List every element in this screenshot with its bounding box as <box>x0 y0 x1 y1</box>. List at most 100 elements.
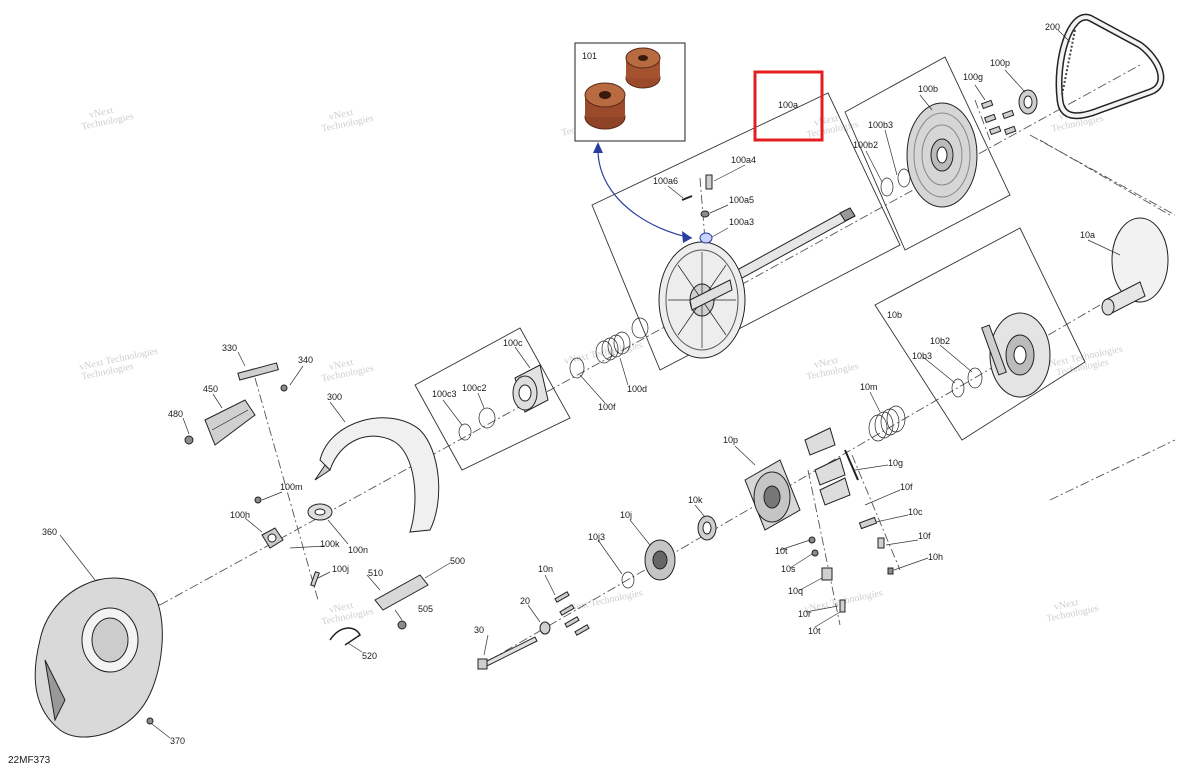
inset-arrow <box>597 151 693 239</box>
screw-10r <box>839 599 846 613</box>
label-340: 340 <box>298 355 313 365</box>
center-lines <box>149 64 1176 661</box>
screws-10n <box>554 591 590 636</box>
label-100a3: 100a3 <box>729 217 754 227</box>
label-10h: 10h <box>928 552 943 562</box>
svg-text:vNext: vNext <box>328 107 354 123</box>
label-10p: 10p <box>723 435 738 445</box>
svg-text:vNext: vNext <box>1053 597 1079 613</box>
label-10j3: 10j3 <box>588 532 605 542</box>
pin-100a6 <box>681 195 693 201</box>
label-100b2: 100b2 <box>853 140 878 150</box>
clip-520 <box>329 627 361 646</box>
spider-100c <box>512 364 549 413</box>
washer-20 <box>539 621 551 635</box>
svg-text:vNext: vNext <box>813 355 839 371</box>
label-10b: 10b <box>887 310 902 320</box>
label-100p: 100p <box>990 58 1010 68</box>
label-100b: 100b <box>918 84 938 94</box>
label-10t-2: 10t <box>808 626 821 636</box>
watermark: vNext Technologies <box>805 113 859 141</box>
nut-100h <box>261 527 284 549</box>
diagram-code: 22MF373 <box>8 755 51 766</box>
watermark: vNext Technologies <box>1045 597 1099 625</box>
label-30: 30 <box>474 625 484 635</box>
label-510: 510 <box>368 568 383 578</box>
shaft-100a <box>727 207 856 284</box>
label-10a: 10a <box>1080 230 1095 240</box>
label-100d: 100d <box>627 384 647 394</box>
label-100c: 100c <box>503 338 523 348</box>
svg-text:vNext Technologies: vNext Technologies <box>563 588 644 615</box>
watermark: vNext Technologies <box>320 107 374 135</box>
watermark: vNext Technologies <box>80 105 134 133</box>
bushing-10q <box>821 567 833 581</box>
arrow-head-icon <box>593 142 603 153</box>
bushing-icon <box>625 47 661 89</box>
nut-505 <box>397 620 407 630</box>
ring-100f <box>569 357 585 379</box>
spring-100d <box>595 331 631 364</box>
watermark: vNext Technologies Technologies <box>78 346 159 383</box>
watermark: vNext Technologies <box>320 357 374 385</box>
label-480: 480 <box>168 409 183 419</box>
label-100c3: 100c3 <box>432 389 457 399</box>
washer-10k <box>697 515 717 541</box>
label-100j: 100j <box>332 564 349 574</box>
label-520: 520 <box>362 651 377 661</box>
label-450: 450 <box>203 384 218 394</box>
movable-sheave-10b <box>981 312 1051 398</box>
label-20: 20 <box>520 596 530 606</box>
label-100a4: 100a4 <box>731 155 756 165</box>
callout-labels: 200 100p 100g 100b 100b3 100b2 100a 100a… <box>42 22 1095 746</box>
inset-101: 101 <box>574 42 686 142</box>
bolts-100g <box>980 99 1017 136</box>
washer-10s <box>811 549 819 557</box>
sheave-100b <box>906 102 978 208</box>
ring-10b3 <box>951 378 965 398</box>
label-200: 200 <box>1045 22 1060 32</box>
svg-text:vNext: vNext <box>328 600 354 616</box>
leader-lines <box>59 29 1121 739</box>
pin-10c <box>858 516 878 530</box>
label-505: 505 <box>418 604 433 614</box>
assembly-boxes <box>414 56 1086 471</box>
label-100a: 100a <box>778 100 798 110</box>
bracket-500 <box>374 574 429 611</box>
bushing-100a3 <box>699 232 713 244</box>
label-500: 500 <box>450 556 465 566</box>
bolt-30 <box>477 636 538 670</box>
label-10s: 10s <box>781 564 796 574</box>
label-370: 370 <box>170 736 185 746</box>
label-10m: 10m <box>860 382 878 392</box>
ring-100c2 <box>478 407 496 429</box>
cover-300 <box>314 417 440 533</box>
ring-10b2 <box>967 367 983 389</box>
cap-10j <box>644 539 676 581</box>
arrow-head-icon <box>682 231 692 243</box>
label-10b2: 10b2 <box>930 336 950 346</box>
sheave-100a <box>658 241 746 359</box>
fixed-sheave-10a <box>1101 217 1169 316</box>
bearing-100p <box>1018 89 1038 115</box>
washer-100a5 <box>700 210 710 218</box>
label-330: 330 <box>222 343 237 353</box>
washer-10h <box>887 567 894 575</box>
rollers-10 <box>804 427 859 506</box>
label-100n: 100n <box>348 545 368 555</box>
bolt-340 <box>280 384 288 392</box>
svg-text:vNext: vNext <box>813 113 839 129</box>
label-10f-2: 10f <box>918 531 931 541</box>
bolt-370 <box>146 717 154 725</box>
label-10j: 10j <box>620 510 632 520</box>
box-100a <box>591 92 901 371</box>
label-300: 300 <box>327 392 342 402</box>
watermark: vNext Technologies <box>320 600 374 628</box>
box-100c <box>414 327 571 471</box>
label-100a6: 100a6 <box>653 176 678 186</box>
washer-100n <box>307 503 333 521</box>
box-10b <box>874 227 1086 441</box>
label-10n: 10n <box>538 564 553 574</box>
ring-100b2 <box>880 177 894 197</box>
label-10r: 10r <box>798 609 811 619</box>
